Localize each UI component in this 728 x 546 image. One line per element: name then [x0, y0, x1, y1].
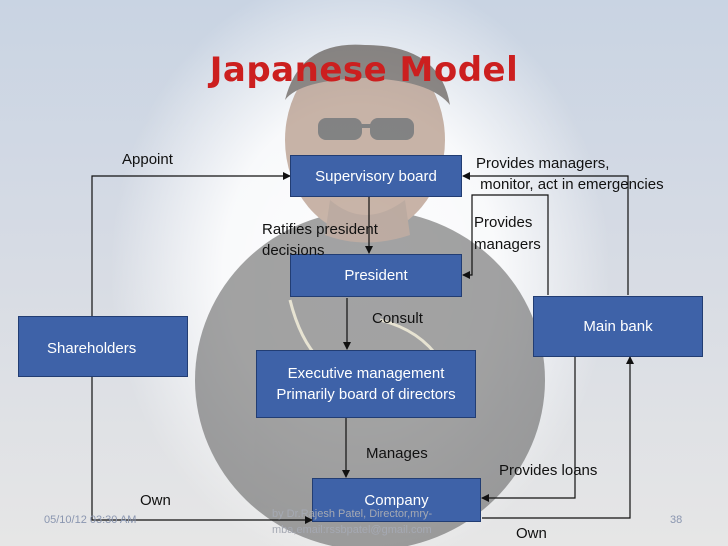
footer-author-line1: by Dr.Rajesh Patel, Director,mry- — [272, 508, 433, 520]
executive-management-box: Executive management Primarily board of … — [256, 350, 476, 418]
footer-date: 05/10/12 03:30 AM — [44, 514, 137, 526]
label-provides-managers-1: Provides — [474, 214, 533, 231]
supervisory-board-label: Supervisory board — [315, 167, 437, 185]
label-manages: Manages — [366, 445, 428, 462]
executive-management-label: Executive management — [287, 365, 445, 382]
company-label: Company — [364, 491, 429, 509]
company-box: Company — [312, 478, 481, 522]
label-appoint: Appoint — [122, 151, 173, 168]
shareholders-label: Shareholders — [47, 340, 137, 357]
label-provides-loans: Provides loans — [499, 462, 598, 479]
supervisory-board-box: Supervisory board — [290, 155, 462, 197]
label-ratifies-2: decisions — [262, 242, 325, 259]
label-ratifies-1: Ratifies president — [262, 221, 378, 238]
label-provides-managers-monitor-2: monitor, act in emergencies — [476, 176, 664, 193]
footer-page-number: 38 — [670, 514, 683, 526]
main-bank-box: Main bank — [533, 296, 703, 357]
footer-author: by Dr.Rajesh Patel, Director,mry- mba,em… — [272, 506, 432, 538]
executive-management-sublabel: Primarily board of directors — [276, 386, 456, 403]
footer-author-line2: mba,email:rssbpatel@gmail.com — [272, 524, 432, 536]
label-own-right: Own — [516, 525, 547, 542]
president-box: President — [290, 254, 462, 297]
president-label: President — [344, 267, 408, 284]
shareholders-box: Shareholders — [18, 316, 188, 377]
label-provides-managers-2: managers — [474, 236, 541, 253]
label-provides-managers-monitor-1: Provides managers, — [476, 155, 610, 172]
main-bank-label: Main bank — [583, 318, 653, 335]
label-consult: Consult — [372, 310, 423, 327]
slide-title: Japanese Model — [209, 50, 519, 90]
label-own-left: Own — [140, 492, 171, 509]
